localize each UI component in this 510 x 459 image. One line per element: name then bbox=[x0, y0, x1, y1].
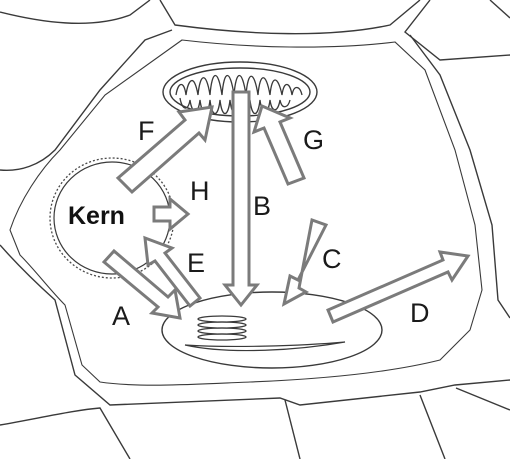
nucleus-label: Kern bbox=[68, 202, 125, 230]
cell-wall-line bbox=[0, 29, 173, 172]
cell-wall-line bbox=[489, 0, 510, 19]
cell-wall-line bbox=[419, 394, 446, 459]
cell-wall-line bbox=[0, 0, 151, 24]
arrow-a bbox=[101, 248, 182, 320]
labels: Kern F G H B E C A D bbox=[68, 116, 430, 331]
arrow-d bbox=[326, 250, 471, 324]
cell-wall-line bbox=[159, 0, 421, 35]
arrow-g bbox=[251, 103, 306, 186]
arrow-b bbox=[221, 90, 261, 308]
label-h: H bbox=[190, 176, 210, 206]
arrow-c bbox=[281, 217, 329, 307]
cell-wall-line bbox=[284, 399, 301, 459]
cell-wall-line bbox=[0, 407, 131, 459]
label-b: B bbox=[253, 191, 271, 221]
cell-wall-line bbox=[0, 244, 510, 406]
label-c: C bbox=[322, 244, 342, 274]
label-g: G bbox=[303, 125, 324, 155]
cell-wall-line bbox=[409, 34, 510, 319]
arrow-e bbox=[143, 235, 203, 309]
arrows bbox=[101, 90, 471, 324]
cell-wall-line bbox=[404, 0, 510, 61]
cell-wall-line bbox=[455, 387, 510, 411]
label-e: E bbox=[187, 248, 205, 278]
label-f: F bbox=[138, 116, 155, 146]
arrow-h bbox=[152, 195, 191, 233]
arrow-f bbox=[115, 105, 214, 195]
label-a: A bbox=[112, 301, 130, 331]
label-d: D bbox=[410, 298, 430, 328]
cell-membrane bbox=[9, 39, 483, 386]
